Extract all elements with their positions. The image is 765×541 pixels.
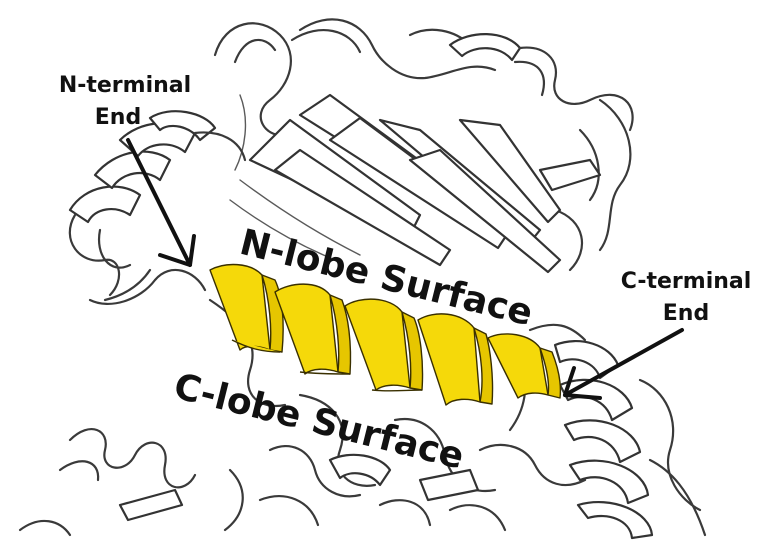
n-terminal-label-line2: End xyxy=(95,105,141,130)
n-terminal-label-line1: N-terminal xyxy=(59,73,191,98)
c-lobe-surface-label: C-lobe Surface xyxy=(170,366,468,478)
c-terminal-label-line1: C-terminal xyxy=(621,269,752,294)
c-terminal-label-line2: End xyxy=(663,301,709,326)
